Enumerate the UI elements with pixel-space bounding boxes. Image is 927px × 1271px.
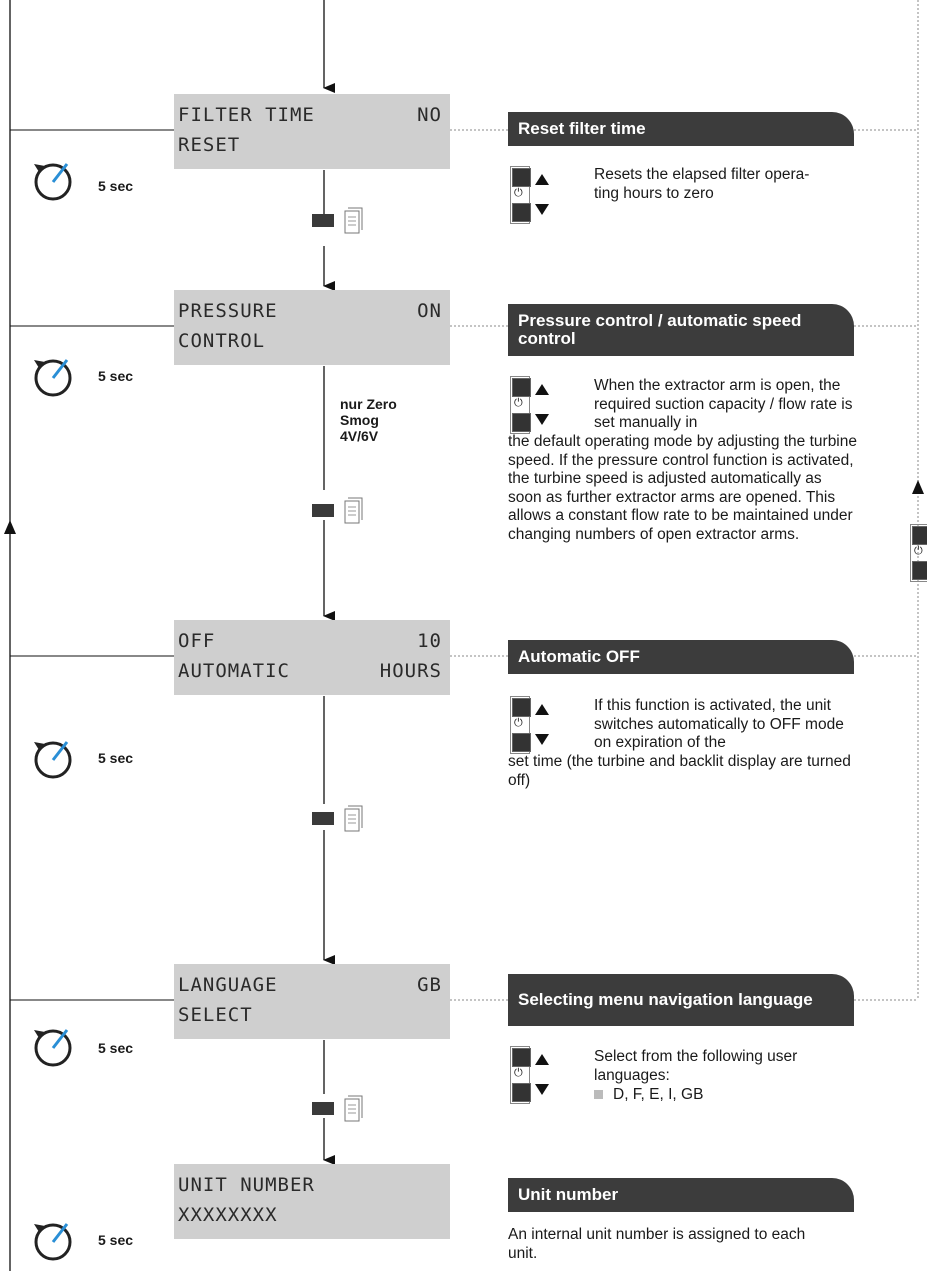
header-reset-filter-time: Reset filter time — [508, 112, 854, 146]
timer-icon — [31, 1218, 77, 1264]
lcd-line1-right: ON — [417, 300, 442, 322]
lcd-filter-time: FILTER TIME NO RESET — [174, 94, 450, 169]
lcd-line2-left: SELECT — [178, 1004, 253, 1026]
lcd-line1-left: LANGUAGE — [178, 974, 278, 996]
lcd-line2-left: AUTOMATIC — [178, 660, 290, 682]
timer-icon — [31, 158, 77, 204]
timer-label: 5 sec — [98, 750, 134, 766]
updown-buttons-icon: ⏻ — [510, 696, 550, 756]
lcd-pressure-control: PRESSURE ON CONTROL — [174, 290, 450, 365]
lcd-line1-left: UNIT NUMBER — [178, 1174, 315, 1196]
updown-buttons-icon: ⏻ — [510, 166, 550, 226]
timer-label: 5 sec — [98, 1040, 134, 1056]
lcd-line1-right: NO — [417, 104, 442, 126]
button-doc-icon — [312, 496, 372, 536]
lcd-line1-left: FILTER TIME — [178, 104, 315, 126]
updown-buttons-icon: ⏻ — [510, 376, 550, 436]
timer-label: 5 sec — [98, 1232, 134, 1248]
button-doc-icon — [312, 804, 372, 844]
lcd-line1-right: GB — [417, 974, 442, 996]
button-doc-icon — [312, 1094, 372, 1134]
language-bullet: D, F, E, I, GB — [594, 1086, 856, 1105]
desc-pressure-rest: the default operating mode by adjusting … — [508, 433, 857, 543]
updown-buttons-icon: ⏻ — [510, 1046, 550, 1106]
desc-language: Select from the following user languages… — [594, 1048, 798, 1084]
header-automatic-off: Automatic OFF — [508, 640, 854, 674]
timer-label: 5 sec — [98, 178, 134, 194]
lcd-line1-left: PRESSURE — [178, 300, 278, 322]
lcd-line2-left: CONTROL — [178, 330, 266, 352]
header-unit-number: Unit number — [508, 1178, 854, 1212]
lcd-line1-right: 10 — [417, 630, 442, 652]
bullet-icon — [594, 1090, 603, 1099]
desc-reset-filter-time: Resets the elapsed filter opera- ting ho… — [594, 166, 810, 202]
header-pressure-control: Pressure control / automatic speed contr… — [508, 304, 854, 356]
lcd-line2-left: RESET — [178, 134, 241, 156]
lcd-automatic-off: OFF 10 AUTOMATIC HOURS — [174, 620, 450, 695]
updown-buttons-icon-partial: ⏻ — [910, 524, 927, 584]
lcd-line2-right: HOURS — [379, 660, 442, 682]
timer-label: 5 sec — [98, 368, 134, 384]
desc-pressure-indent: When the extractor arm is open, the requ… — [594, 377, 853, 431]
lcd-line1-left: OFF — [178, 630, 216, 652]
desc-automatic-off-rest: set time (the turbine and backlit displa… — [508, 753, 851, 789]
timer-icon — [31, 354, 77, 400]
timer-icon — [31, 1024, 77, 1070]
language-list: D, F, E, I, GB — [613, 1086, 704, 1103]
lcd-line2-left: XXXXXXXX — [178, 1204, 278, 1226]
desc-unit-number: An internal unit number is assigned to e… — [508, 1226, 806, 1262]
zero-smog-note: nur Zero Smog 4V/6V — [340, 396, 397, 444]
desc-automatic-off-indent: If this function is activated, the unit … — [594, 697, 844, 751]
header-language: Selecting menu navigation language — [508, 974, 854, 1026]
button-doc-icon — [312, 206, 372, 246]
lcd-language-select: LANGUAGE GB SELECT — [174, 964, 450, 1039]
timer-icon — [31, 736, 77, 782]
lcd-unit-number: UNIT NUMBER XXXXXXXX — [174, 1164, 450, 1239]
